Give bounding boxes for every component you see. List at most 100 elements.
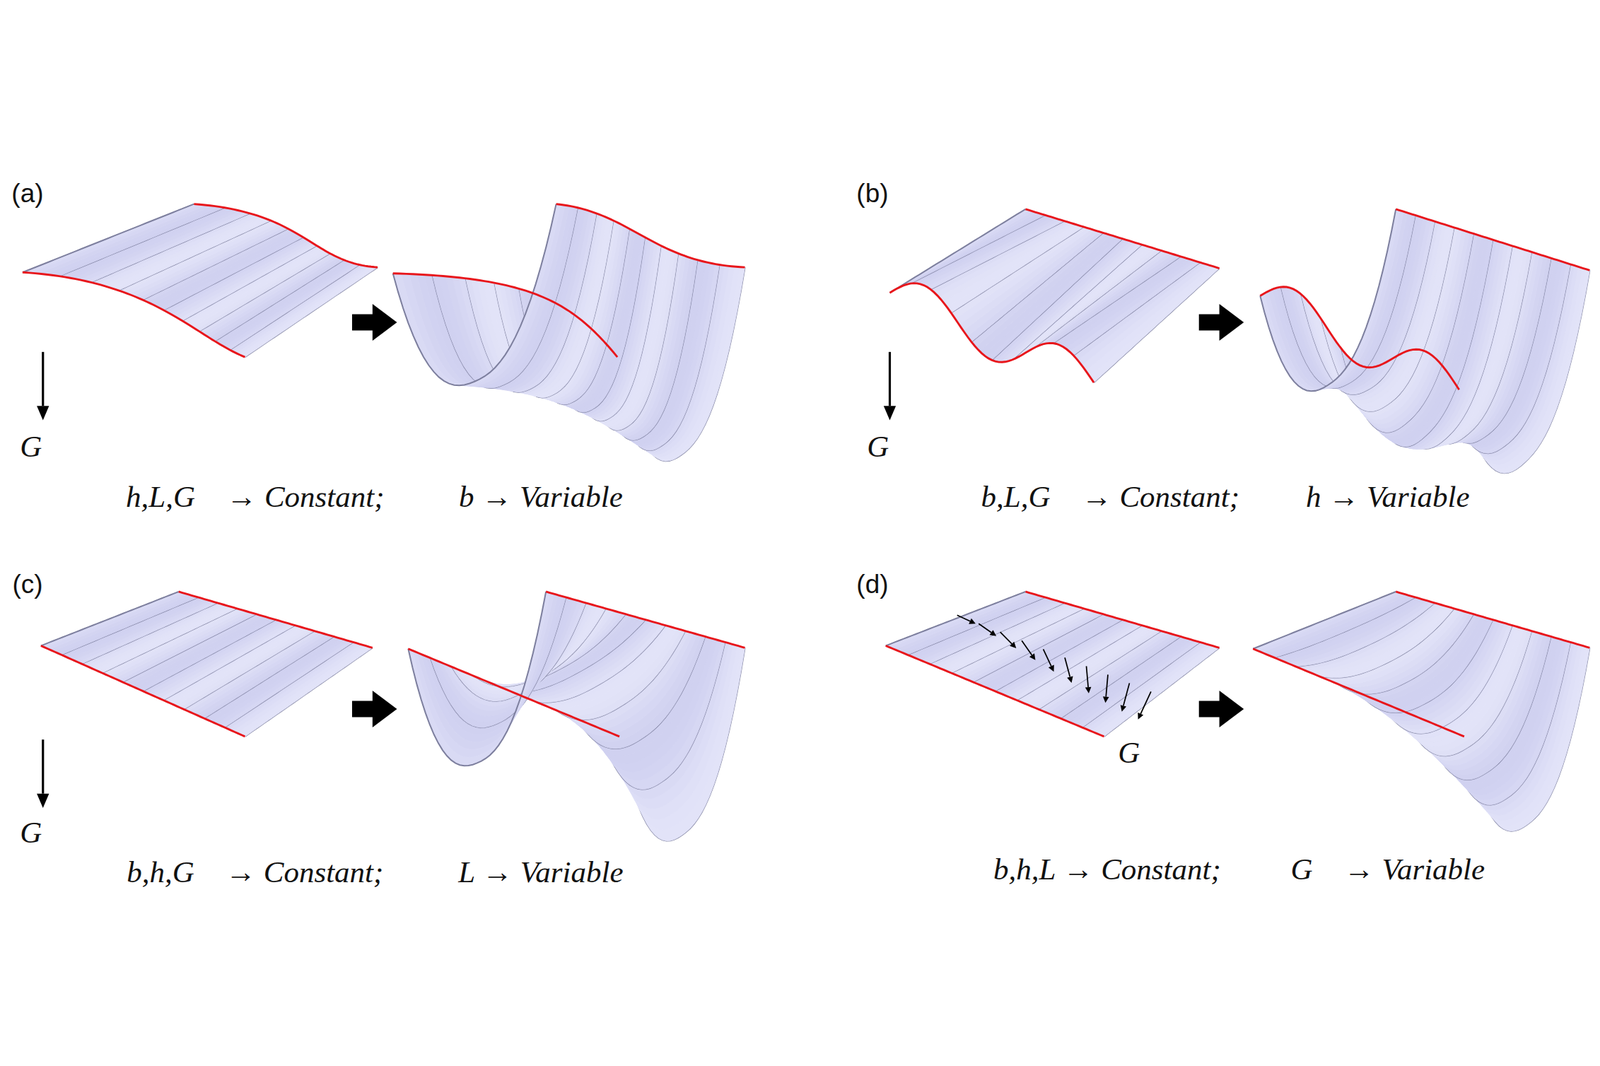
gravity-arrow-head bbox=[36, 405, 49, 420]
deformed-sheet bbox=[407, 591, 745, 842]
sheet-strip bbox=[30, 204, 208, 274]
gravity-field-arrow-head bbox=[989, 629, 997, 637]
sheet-edge bbox=[41, 645, 246, 737]
constant-condition: b,L,G⃗ → Constant; bbox=[980, 480, 1240, 514]
sheet-strip bbox=[1261, 593, 1408, 654]
sheet-strip bbox=[59, 207, 231, 278]
sheet-edge bbox=[178, 591, 373, 648]
sheet-edge bbox=[556, 204, 746, 268]
ruling-line bbox=[1259, 209, 1396, 392]
gravity-field-arrow bbox=[1043, 649, 1052, 667]
constant-condition: b,h,L → Constant; bbox=[993, 852, 1222, 886]
panel-label: (d) bbox=[856, 570, 889, 600]
gravity-arrow bbox=[41, 739, 44, 794]
gravity-field-arrow bbox=[1140, 691, 1152, 714]
gravity-arrow bbox=[888, 352, 891, 406]
gravity-arrow bbox=[41, 352, 44, 406]
sheet-strip bbox=[41, 591, 183, 648]
sheet-strip bbox=[52, 206, 225, 276]
sheet-strip bbox=[1252, 591, 1400, 651]
sheet-strip bbox=[1259, 209, 1400, 392]
sheet-strip bbox=[53, 595, 194, 654]
sheet-edge bbox=[1259, 287, 1459, 391]
gravity-field-arrow-head bbox=[1029, 653, 1036, 661]
panel-label: (b) bbox=[856, 179, 889, 209]
sheet-strip bbox=[45, 593, 187, 650]
vector-label: G⃗ bbox=[866, 429, 913, 464]
sheet-strip bbox=[914, 216, 1053, 284]
constant-condition: h,L,G⃗ → Constant; bbox=[125, 480, 385, 514]
gravity-field-arrow-head bbox=[1085, 687, 1092, 694]
sheet-edge bbox=[1025, 591, 1219, 648]
transition-arrow bbox=[352, 304, 397, 341]
flat-sheet bbox=[885, 591, 1220, 737]
gravity-field-arrow bbox=[1086, 666, 1089, 688]
sheet-strip bbox=[65, 208, 236, 279]
vector-label: G⃗ bbox=[19, 815, 66, 850]
sheet-strip bbox=[885, 591, 1030, 648]
sheet-edge bbox=[393, 273, 618, 358]
variable-condition: L → Variable bbox=[458, 855, 623, 889]
transition-arrow bbox=[1199, 690, 1244, 728]
gravity-field-arrow-head bbox=[1009, 641, 1016, 649]
sheet-edge bbox=[885, 645, 1105, 737]
sheet-strip bbox=[890, 593, 1033, 650]
gravity-field-arrow bbox=[957, 615, 971, 622]
transition-arrow bbox=[352, 690, 397, 728]
gravity-field-arrow-head bbox=[1066, 675, 1073, 683]
sheet-strip bbox=[889, 209, 1029, 293]
sheet-strip bbox=[898, 595, 1041, 654]
sheet-strip bbox=[37, 205, 213, 275]
sheet-strip bbox=[45, 205, 220, 276]
sheet-strip bbox=[61, 597, 203, 657]
ruling-line bbox=[885, 591, 1026, 646]
variable-condition: G⃗ → Variable bbox=[1290, 852, 1485, 886]
sheet-edge bbox=[889, 283, 1094, 383]
sheet-strip bbox=[57, 596, 198, 655]
flat-sheet bbox=[889, 209, 1219, 383]
deformed-sheet bbox=[1259, 209, 1590, 474]
variable-condition: b → Variable bbox=[458, 480, 623, 514]
gravity-arrow-head bbox=[883, 405, 896, 420]
vector-label: G⃗ bbox=[1117, 736, 1164, 770]
sheet-strip bbox=[902, 596, 1045, 655]
variable-condition: h → Variable bbox=[1305, 480, 1470, 514]
gravity-field-arrow bbox=[1021, 640, 1032, 655]
sheet-edge bbox=[545, 591, 745, 648]
gravity-field-arrow bbox=[1000, 632, 1013, 645]
constant-condition: b,h,G⃗ → Constant; bbox=[126, 855, 384, 889]
ruling-line bbox=[1252, 591, 1396, 650]
gravity-field-arrow bbox=[978, 623, 992, 633]
sheet-strip bbox=[918, 217, 1057, 285]
transition-arrow bbox=[1199, 304, 1244, 341]
ruling-line bbox=[407, 591, 546, 766]
gravity-arrow-head bbox=[36, 793, 49, 809]
ruling-line bbox=[41, 591, 179, 646]
sheet-edge bbox=[1252, 649, 1465, 737]
gravity-field-arrow-head bbox=[1048, 665, 1055, 673]
gravity-field-arrow-head bbox=[1102, 696, 1110, 703]
deformed-sheet bbox=[1252, 591, 1590, 832]
sheet-strip bbox=[894, 593, 1038, 652]
panel-label: (a) bbox=[11, 179, 44, 209]
sheet-strip bbox=[907, 597, 1050, 657]
ruling-line bbox=[393, 204, 557, 387]
sheet-strip bbox=[922, 218, 1061, 287]
gravity-field-arrow bbox=[1123, 682, 1130, 706]
flat-sheet bbox=[22, 204, 378, 358]
sheet-edge bbox=[1025, 209, 1219, 269]
gravity-field-arrow bbox=[1105, 674, 1108, 697]
sheet-edge bbox=[22, 272, 246, 358]
vector-label: G⃗ bbox=[19, 429, 66, 464]
deformed-sheet bbox=[393, 204, 746, 462]
gravity-field-arrow-head bbox=[1120, 704, 1127, 712]
flat-sheet bbox=[41, 591, 373, 737]
sheet-strip bbox=[48, 593, 191, 652]
gravity-field-arrow bbox=[1064, 657, 1070, 677]
sheet-edge bbox=[1395, 591, 1590, 648]
gravity-field-arrow-head bbox=[968, 618, 976, 625]
sheet-edge bbox=[1395, 209, 1590, 271]
gravity-field-arrow-head bbox=[1137, 712, 1144, 720]
